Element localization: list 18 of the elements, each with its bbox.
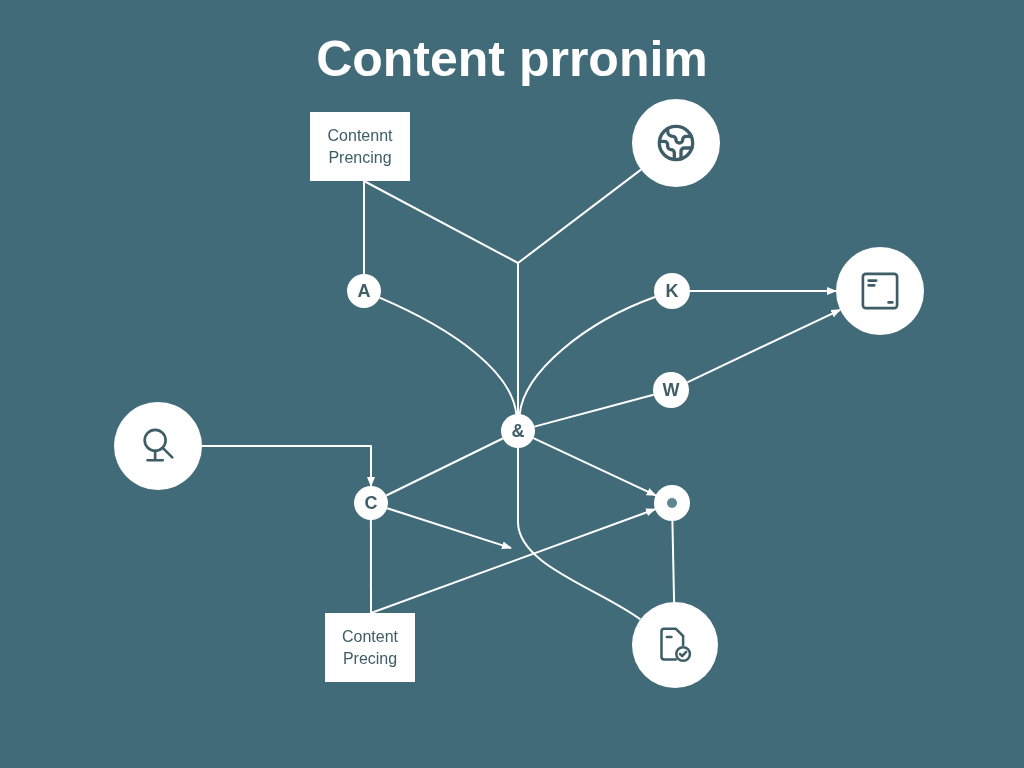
connector-line [363, 168, 642, 415]
connector-line [517, 447, 642, 621]
arrow [689, 287, 837, 295]
diagram-title: Content prronim [316, 30, 708, 88]
arrow [532, 437, 657, 497]
arrow [370, 508, 657, 614]
connector-line [533, 393, 655, 428]
connector-line [385, 437, 504, 497]
connector-line [378, 296, 518, 416]
connector-line [518, 296, 656, 416]
connector-line [369, 519, 372, 614]
connector-line [671, 520, 676, 603]
connector-line [363, 180, 365, 275]
label-box: Contennt Prencing [310, 112, 410, 181]
arrow [386, 507, 512, 550]
label-box: Content Precing [325, 613, 415, 682]
arrow [201, 445, 375, 487]
arrow [686, 308, 842, 384]
